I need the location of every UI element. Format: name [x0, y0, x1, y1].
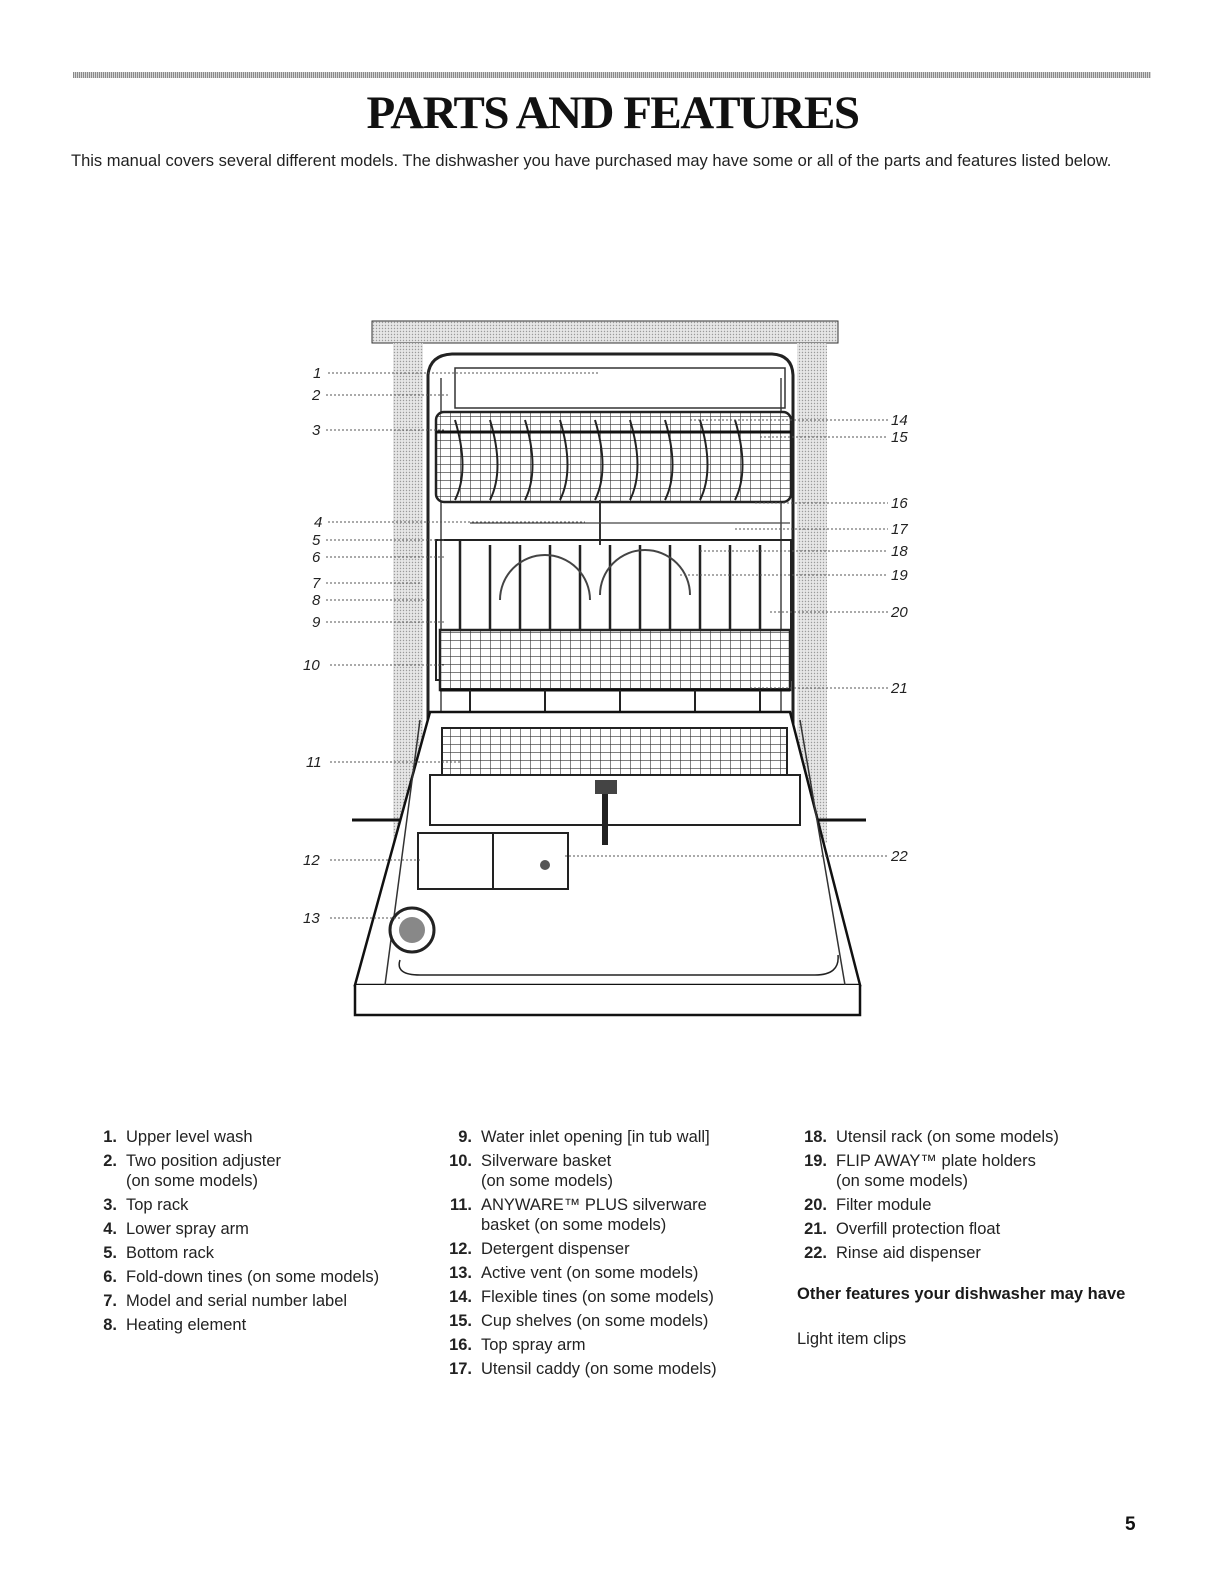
callout-11: 11	[306, 754, 322, 771]
list-item: 9.Water inlet opening [in tub wall]	[458, 1128, 710, 1146]
list-item: 21.Overfill protection float	[804, 1220, 1001, 1238]
callout-15: 15	[891, 429, 908, 446]
callout-9: 9	[312, 614, 321, 631]
callout-6: 6	[312, 549, 321, 566]
other-features-heading: Other features your dishwasher may have	[797, 1285, 1126, 1303]
parts-list-column-3: 18.Utensil rack (on some models) 19.FLIP…	[801, 1127, 1131, 1267]
callout-4: 4	[314, 514, 322, 531]
list-item: 3.Top rack	[103, 1196, 189, 1214]
callout-19: 19	[891, 567, 908, 584]
page-number: 5	[1125, 1514, 1136, 1535]
list-item: 12.Detergent dispenser	[449, 1240, 630, 1258]
list-item: 7.Model and serial number label	[103, 1292, 348, 1310]
spray-arm-area	[470, 500, 790, 545]
callout-1: 1	[313, 365, 321, 382]
list-item: 8.Heating element	[103, 1316, 247, 1334]
callout-8: 8	[312, 592, 321, 609]
list-item: 1.Upper level wash	[103, 1128, 253, 1146]
callout-3: 3	[312, 422, 321, 439]
callout-20: 20	[890, 604, 908, 621]
list-item: 4.Lower spray arm	[103, 1220, 249, 1238]
other-feature-item: Light item clips	[797, 1330, 907, 1348]
list-item: 20.Filter module	[804, 1196, 932, 1214]
callout-2: 2	[311, 387, 321, 404]
parts-list-column-1: 1.Upper level wash 2.Two position adjust…	[91, 1127, 421, 1339]
list-item: 10.Silverware basket(on some models)	[449, 1152, 614, 1190]
dishwasher-door	[353, 710, 862, 1017]
bottom-rack	[435, 539, 792, 720]
top-rule	[73, 72, 1151, 78]
list-item: 2.Two position adjuster(on some models)	[103, 1152, 282, 1190]
intro-text: This manual covers several different mod…	[71, 152, 1112, 170]
callout-14: 14	[891, 412, 908, 429]
parts-list-column-2: 9.Water inlet opening [in tub wall] 10.S…	[446, 1127, 766, 1383]
callout-7: 7	[312, 575, 321, 592]
callout-12: 12	[303, 852, 320, 869]
list-item: 5.Bottom rack	[103, 1244, 215, 1262]
top-rack	[434, 367, 793, 504]
callout-18: 18	[891, 543, 908, 560]
list-item: 14.Flexible tines (on some models)	[449, 1288, 714, 1306]
callout-5: 5	[312, 532, 321, 549]
countertop	[371, 320, 839, 344]
callout-13: 13	[303, 910, 320, 927]
callout-17: 17	[891, 521, 908, 538]
callout-21: 21	[890, 680, 908, 697]
callout-10: 10	[303, 657, 320, 674]
list-item: 22.Rinse aid dispenser	[804, 1244, 981, 1262]
list-item: 16.Top spray arm	[449, 1336, 586, 1354]
list-item: 13.Active vent (on some models)	[449, 1264, 699, 1282]
list-item: 18.Utensil rack (on some models)	[804, 1128, 1059, 1146]
leader-lines	[326, 372, 888, 919]
list-item: 19.FLIP AWAY™ plate holders(on some mode…	[804, 1152, 1036, 1190]
list-item: 15.Cup shelves (on some models)	[449, 1312, 709, 1330]
callout-16: 16	[891, 495, 908, 512]
list-item: 17.Utensil caddy (on some models)	[449, 1360, 717, 1378]
callout-22: 22	[890, 848, 908, 865]
dishwasher-diagram: 1 2 3 4 5 6 7 8 9 10 11 12 13 14 15 16 1…	[303, 320, 908, 1017]
page-title: PARTS AND FEATURES	[366, 87, 860, 139]
list-item: 6.Fold-down tines (on some models)	[103, 1268, 380, 1286]
